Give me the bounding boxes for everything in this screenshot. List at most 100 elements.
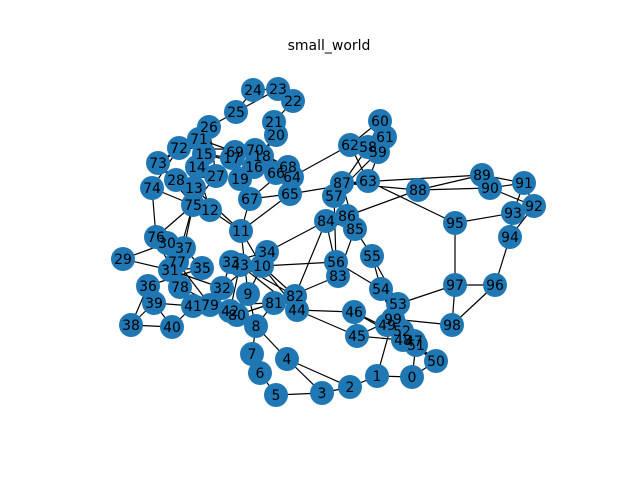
node-label-46: 46 (345, 305, 363, 321)
node-label-8: 8 (252, 319, 261, 335)
node-39 (142, 291, 166, 315)
node-label-7: 7 (248, 347, 257, 363)
node-50 (424, 349, 448, 373)
node-label-84: 84 (317, 214, 335, 230)
node-41 (181, 294, 205, 318)
node-71 (187, 127, 211, 151)
node-98 (440, 313, 464, 337)
node-label-81: 81 (265, 296, 283, 312)
node-95 (443, 211, 467, 235)
node-label-70: 70 (246, 143, 264, 159)
node-8 (244, 314, 268, 338)
node-label-19: 19 (231, 172, 249, 188)
node-label-18: 18 (253, 149, 271, 165)
node-label-59: 59 (369, 145, 387, 161)
node-label-16: 16 (245, 160, 263, 176)
node-label-20: 20 (267, 128, 285, 144)
node-label-50: 50 (427, 354, 445, 370)
node-label-51: 51 (407, 338, 425, 354)
node-79 (198, 293, 222, 317)
node-label-75: 75 (184, 198, 202, 214)
node-label-30: 30 (158, 236, 176, 252)
node-label-72: 72 (170, 141, 188, 157)
node-93 (501, 201, 525, 225)
node-70 (243, 138, 267, 162)
node-label-47: 47 (405, 334, 423, 350)
node-label-42: 42 (221, 304, 239, 320)
node-label-12: 12 (201, 203, 219, 219)
node-label-95: 95 (446, 216, 464, 232)
node-label-54: 54 (372, 282, 390, 298)
node-label-40: 40 (163, 320, 181, 336)
edge-86-88 (346, 189, 419, 217)
node-label-13: 13 (185, 181, 203, 197)
node-0 (400, 365, 424, 389)
node-label-73: 73 (149, 156, 167, 172)
node-label-57: 57 (325, 189, 343, 205)
node-label-9: 9 (244, 287, 253, 303)
node-23 (266, 77, 290, 101)
node-38 (119, 313, 143, 337)
node-label-98: 98 (443, 318, 461, 334)
node-label-26: 26 (200, 120, 218, 136)
node-label-88: 88 (409, 183, 427, 199)
node-label-27: 27 (207, 169, 225, 185)
node-label-5: 5 (272, 388, 281, 404)
node-1 (365, 364, 389, 388)
node-81 (262, 291, 286, 315)
node-65 (278, 182, 302, 206)
node-35 (190, 256, 214, 280)
node-78 (168, 275, 192, 299)
node-label-2: 2 (346, 380, 355, 396)
node-label-64: 64 (283, 170, 301, 186)
node-24 (241, 78, 265, 102)
node-45 (345, 324, 369, 348)
node-label-29: 29 (114, 252, 132, 268)
node-4 (275, 347, 299, 371)
node-label-11: 11 (232, 224, 250, 240)
node-2 (338, 375, 362, 399)
node-label-74: 74 (143, 181, 161, 197)
node-label-96: 96 (486, 278, 504, 294)
node-76 (144, 225, 168, 249)
node-label-44: 44 (288, 303, 306, 319)
node-label-85: 85 (346, 222, 364, 238)
node-69 (223, 140, 247, 164)
node-label-10: 10 (253, 259, 271, 275)
node-label-65: 65 (281, 187, 299, 203)
node-54 (369, 277, 393, 301)
node-label-41: 41 (184, 299, 202, 315)
node-label-77: 77 (168, 255, 186, 271)
node-label-66: 66 (267, 166, 285, 182)
node-label-69: 69 (226, 145, 244, 161)
edge-10-56 (261, 261, 337, 267)
node-label-39: 39 (145, 296, 163, 312)
node-55 (360, 244, 384, 268)
node-label-93: 93 (504, 206, 522, 222)
node-label-38: 38 (122, 318, 140, 334)
node-label-14: 14 (188, 160, 206, 176)
node-46 (342, 300, 366, 324)
node-label-35: 35 (193, 261, 211, 277)
node-label-32: 32 (213, 281, 231, 297)
node-62 (338, 133, 362, 157)
node-label-92: 92 (525, 199, 543, 215)
node-label-37: 37 (175, 241, 193, 257)
node-label-67: 67 (241, 192, 259, 208)
node-label-23: 23 (269, 82, 287, 98)
node-87 (330, 171, 354, 195)
node-label-86: 86 (338, 209, 356, 225)
node-label-45: 45 (348, 329, 366, 345)
node-label-97: 97 (446, 278, 464, 294)
node-label-43: 43 (231, 258, 249, 274)
node-21 (262, 110, 286, 134)
node-96 (483, 273, 507, 297)
node-83 (326, 264, 350, 288)
node-label-78: 78 (171, 280, 189, 296)
node-label-22: 22 (284, 94, 302, 110)
node-9 (236, 282, 260, 306)
node-label-94: 94 (501, 230, 519, 246)
edge-63-95 (367, 180, 456, 224)
node-label-48: 48 (394, 333, 412, 349)
